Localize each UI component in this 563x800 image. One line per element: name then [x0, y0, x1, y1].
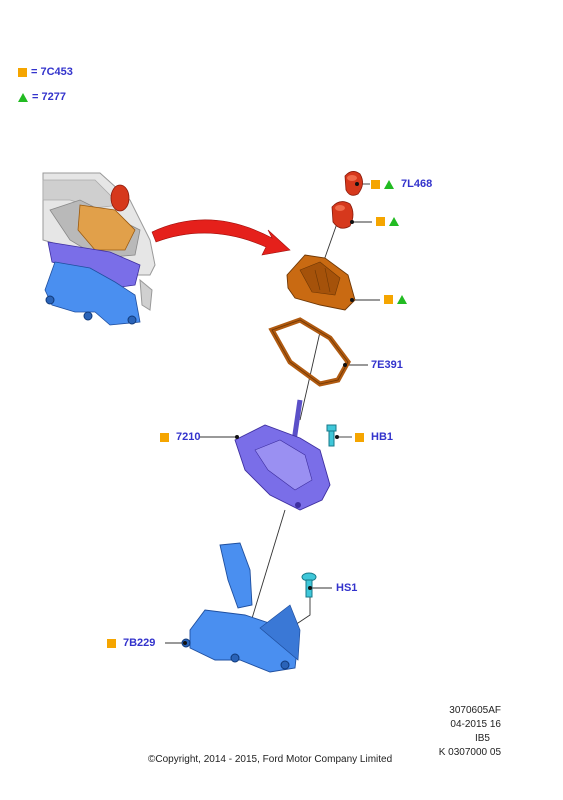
part-label: HS1 — [336, 582, 358, 594]
leader-dots — [183, 182, 359, 645]
triangle-marker-icon — [384, 179, 394, 189]
square-marker-icon — [355, 432, 364, 442]
bezel-part-image — [268, 317, 351, 387]
diagram-model: IB5 — [474, 733, 490, 744]
diagram-date: 04-2015 16 — [450, 719, 501, 730]
callout-boot — [384, 295, 407, 304]
triangle-marker-icon — [397, 295, 407, 304]
legend-row-7c453: = 7C453 — [18, 66, 73, 78]
red-arrow-icon — [151, 219, 291, 256]
bolt-hb1-part-image — [326, 424, 337, 447]
square-marker-icon — [107, 638, 116, 648]
square-marker-icon — [160, 432, 169, 442]
callout-7l468: 7L468 — [371, 178, 432, 190]
square-marker-icon — [18, 67, 27, 77]
legend-row-7277: = 7277 — [18, 91, 66, 103]
square-marker-icon — [384, 295, 393, 304]
callout-knob-insert — [376, 217, 399, 226]
callout-hb1: HB1 — [355, 431, 393, 443]
copyright-notice: ©Copyright, 2014 - 2015, Ford Motor Comp… — [148, 754, 393, 765]
bracket-part-image — [181, 542, 301, 673]
shifter-part-image — [234, 399, 331, 511]
legend-text: = 7C453 — [31, 66, 73, 78]
diagram-code: 3070605AF — [449, 705, 501, 716]
part-label: 7210 — [176, 431, 201, 443]
legend-text: = 7277 — [32, 91, 66, 103]
part-label: 7E391 — [371, 359, 403, 371]
part-label: 7B229 — [123, 637, 156, 649]
part-label: 7L468 — [401, 178, 433, 190]
callout-7210: 7210 — [160, 431, 200, 443]
triangle-marker-icon — [18, 92, 28, 102]
knob-insert-part-image — [331, 201, 354, 229]
callout-7b229: 7B229 — [107, 637, 155, 649]
callout-7e391: 7E391 — [371, 359, 403, 371]
triangle-marker-icon — [389, 217, 399, 226]
part-label: HB1 — [371, 431, 394, 443]
square-marker-icon — [371, 179, 380, 189]
knob-part-image — [344, 171, 363, 196]
boot-part-image — [286, 254, 356, 311]
diagram-ref: K 0307000 05 — [438, 747, 501, 758]
bolt-hs1-part-image — [301, 572, 317, 598]
console-inset-image — [42, 172, 156, 326]
square-marker-icon — [376, 217, 385, 226]
callout-hs1: HS1 — [336, 582, 357, 594]
